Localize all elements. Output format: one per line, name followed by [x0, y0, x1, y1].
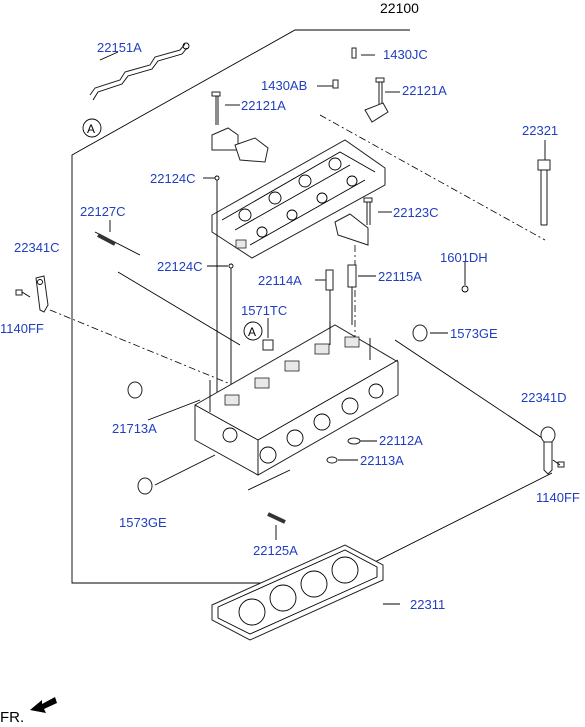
label-1573GE-right: 1573GE — [450, 326, 498, 341]
label-1571TC: 1571TC — [241, 303, 287, 318]
label-1430AB: 1430AB — [261, 78, 307, 93]
ref-line-left — [49, 309, 246, 391]
dowel-22124C-a — [214, 175, 220, 181]
marker-a-top — [82, 118, 102, 138]
bolts — [211, 47, 385, 225]
label-22121A-left: 22121A — [241, 98, 286, 113]
label-22112A: 22112A — [379, 433, 423, 448]
plug-21713A — [127, 381, 143, 399]
label-22124C-bottom: 22124C — [157, 259, 203, 274]
marker-a-top-label: A — [87, 122, 95, 136]
label-22115A: 22115A — [378, 269, 422, 284]
label-1601DH: 1601DH — [440, 250, 488, 265]
bracket-22341D — [540, 426, 556, 475]
marker-a-mid — [243, 321, 263, 341]
seal-22113A — [326, 456, 338, 464]
bolt-1140FF-right — [552, 459, 565, 468]
label-22127C: 22127C — [80, 204, 126, 219]
plug-1571TC — [262, 339, 274, 351]
label-22124C-top: 22124C — [150, 171, 196, 186]
seal-22112A — [347, 437, 361, 445]
bolt-1140FF-left — [15, 289, 31, 298]
label-22113A: 22113A — [360, 453, 404, 468]
label-22311: 22311 — [410, 597, 445, 612]
head-gasket-22311 — [211, 544, 384, 641]
plug-1573GE-b — [137, 477, 153, 495]
front-indicator-label: FR. — [0, 709, 24, 726]
label-22341C: 22341C — [14, 240, 60, 255]
label-1140FF-right: 1140FF — [536, 490, 580, 505]
pin-22127C — [97, 233, 116, 246]
label-21713A: 21713A — [112, 421, 157, 436]
marker-a-mid-label: A — [248, 325, 256, 339]
front-arrow — [30, 697, 57, 713]
label-22341D: 22341D — [521, 390, 567, 405]
cam-caps — [211, 102, 389, 246]
bracket-22341C — [35, 275, 49, 313]
gasket-strip-22151A — [89, 43, 186, 96]
sleeves — [325, 264, 357, 330]
camshaft-carrier — [211, 139, 386, 259]
long-bolt-22321 — [537, 159, 551, 226]
dowel-22124C-b — [228, 263, 234, 269]
label-1573GE-left: 1573GE — [119, 515, 167, 530]
label-22123C: 22123C — [393, 205, 439, 220]
label-22114A: 22114A — [258, 273, 302, 288]
assembly-bracket-line — [71, 29, 553, 584]
label-1140FF-left: 1140FF — [0, 321, 44, 336]
label-22121A-right: 22121A — [402, 83, 447, 98]
label-22321: 22321 — [522, 123, 558, 138]
label-22151A: 22151A — [97, 40, 142, 55]
ball-1601DH — [461, 285, 469, 293]
pin-22125A — [267, 512, 286, 524]
label-22125A: 22125A — [253, 543, 298, 558]
label-1430JC: 1430JC — [383, 47, 428, 62]
cylinder-head — [194, 322, 399, 476]
ref-line-head-top — [319, 114, 546, 241]
label-22100: 22100 — [380, 0, 419, 16]
plug-1573GE-a — [412, 324, 428, 342]
